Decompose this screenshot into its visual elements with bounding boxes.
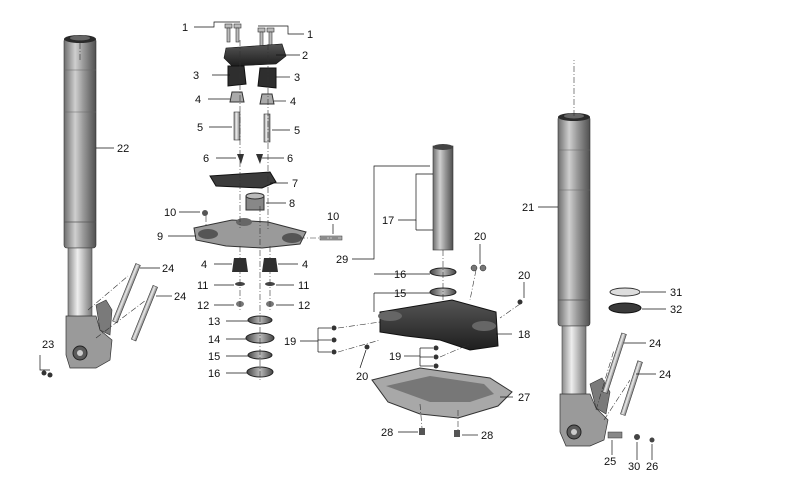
callout-16b: 16 <box>394 269 406 281</box>
callout-4a: 4 <box>195 94 201 106</box>
callout-24a: 24 <box>162 263 174 275</box>
callout-26: 26 <box>646 461 658 473</box>
callout-18: 18 <box>518 329 530 341</box>
callout-16a: 16 <box>208 368 220 380</box>
callout-14: 14 <box>208 334 220 346</box>
callout-1a: 1 <box>182 22 188 34</box>
callout-1b: 1 <box>307 29 313 41</box>
callout-3a: 3 <box>193 70 199 82</box>
callout-6a: 6 <box>203 153 209 165</box>
callout-7: 7 <box>292 178 298 190</box>
callout-19b: 19 <box>389 351 401 363</box>
callout-19a: 19 <box>284 336 296 348</box>
callout-5b: 5 <box>294 125 300 137</box>
callout-21: 21 <box>522 202 534 214</box>
callout-22: 22 <box>117 143 129 155</box>
callout-8: 8 <box>289 198 295 210</box>
callout-12b: 12 <box>298 300 310 312</box>
handlebar-clamp-assembly <box>193 23 343 378</box>
callout-labels: 1 1 2 3 3 4 4 5 5 6 6 7 8 9 10 10 4 4 11… <box>42 22 682 473</box>
callout-28b: 28 <box>481 430 493 442</box>
callout-29: 29 <box>336 254 348 266</box>
callout-10b: 10 <box>327 211 339 223</box>
callout-30: 30 <box>628 461 640 473</box>
callout-10a: 10 <box>164 207 176 219</box>
callout-17: 17 <box>382 215 394 227</box>
callout-20b: 20 <box>518 270 530 282</box>
leader-lines <box>39 21 666 460</box>
callout-3b: 3 <box>294 72 300 84</box>
callout-4c: 4 <box>201 259 207 271</box>
callout-24b: 24 <box>174 291 186 303</box>
callout-28a: 28 <box>381 427 393 439</box>
callout-31: 31 <box>670 287 682 299</box>
callout-11b: 11 <box>298 280 309 292</box>
right-small-parts <box>41 263 655 443</box>
callout-20c: 20 <box>356 371 368 383</box>
callout-20a: 20 <box>474 231 486 243</box>
callout-4d: 4 <box>302 259 308 271</box>
callout-27: 27 <box>518 392 530 404</box>
assembly-axis-lines <box>79 38 631 430</box>
callout-23: 23 <box>42 339 54 351</box>
fork-leg-left <box>63 35 113 369</box>
callout-12a: 12 <box>197 300 209 312</box>
callout-32: 32 <box>670 304 682 316</box>
steering-stem-assembly <box>331 144 523 437</box>
callout-11a: 11 <box>197 280 208 292</box>
callout-13: 13 <box>208 316 220 328</box>
callout-9: 9 <box>157 231 163 243</box>
callout-4b: 4 <box>290 96 296 108</box>
callout-24d: 24 <box>659 369 671 381</box>
callout-2: 2 <box>302 50 308 62</box>
callout-25: 25 <box>604 456 616 468</box>
callout-6b: 6 <box>287 153 293 165</box>
callout-15b: 15 <box>394 288 406 300</box>
callout-24c: 24 <box>649 338 661 350</box>
callout-15a: 15 <box>208 351 220 363</box>
fork-leg-right <box>557 113 611 447</box>
callout-5a: 5 <box>197 122 203 134</box>
